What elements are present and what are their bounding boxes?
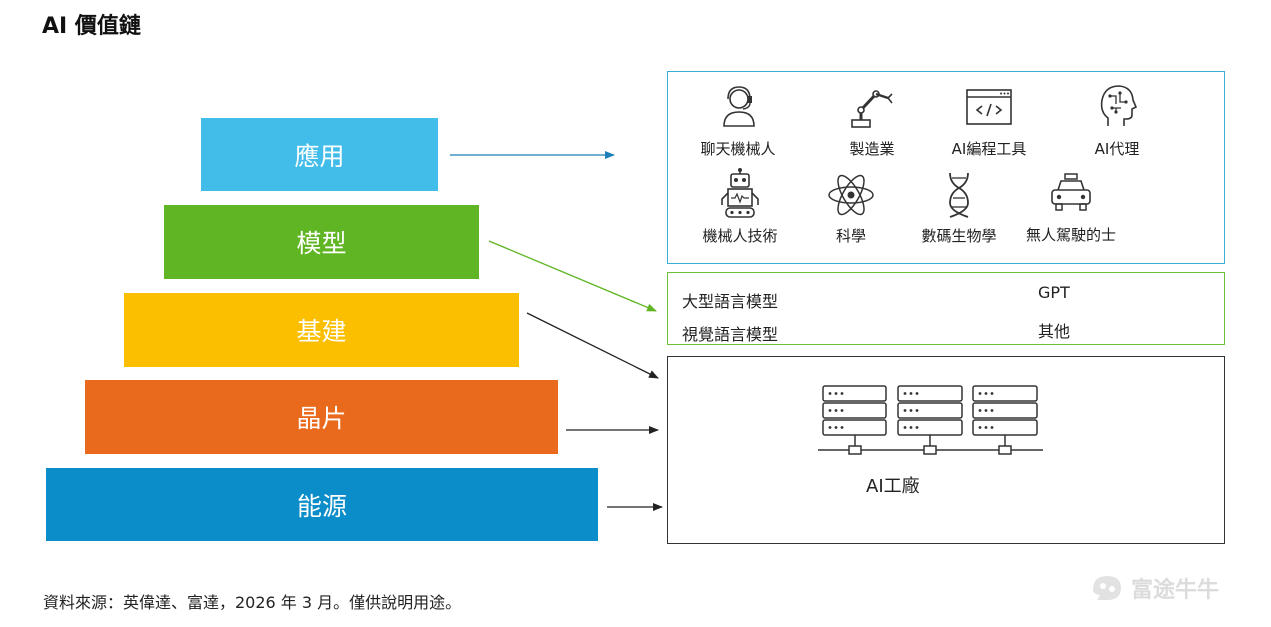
tier-chip: 晶片 <box>85 380 558 454</box>
app-label: 機械人技術 <box>702 227 778 245</box>
applications-panel <box>667 71 1225 264</box>
robot-arm-icon <box>851 90 893 128</box>
tier-application: 應用 <box>201 118 438 191</box>
source-note: 資料來源：英偉達、富達，2026 年 3 月。僅供說明用途。 <box>43 593 462 612</box>
atom-icon <box>828 174 874 216</box>
ai-factory-label: AI工廠 <box>866 476 920 497</box>
models-panel <box>667 272 1225 345</box>
app-label: 數碼生物學 <box>921 227 997 245</box>
robot-icon <box>721 168 759 218</box>
arrow-infrastructure <box>526 312 659 379</box>
app-item-science: 科學 <box>786 169 916 246</box>
app-item-ai-agent: AI代理 <box>1052 82 1182 159</box>
taxi-icon <box>1051 173 1091 211</box>
app-label: AI編程工具 <box>951 140 1027 158</box>
tier-application-label: 應用 <box>294 141 345 171</box>
app-item-ai-coding: AI編程工具 <box>924 82 1054 159</box>
tier-model-label: 模型 <box>296 229 347 258</box>
app-item-manufacturing: 製造業 <box>807 82 937 159</box>
app-item-robotaxi: 無人駕駛的士 <box>1006 170 1136 245</box>
app-label: 科學 <box>835 227 866 245</box>
app-item-robotics: 機械人技術 <box>675 167 805 246</box>
app-label: 聊天機械人 <box>700 140 776 158</box>
model-gpt: GPT <box>1038 283 1070 302</box>
model-vlm: 視覺語言模型 <box>682 325 779 344</box>
model-other: 其他 <box>1038 322 1071 341</box>
watermark-text: 富途牛牛 <box>1131 578 1220 603</box>
app-item-digital-biology: 數碼生物學 <box>894 169 1024 246</box>
arrow-model <box>488 240 657 312</box>
code-window-icon <box>966 89 1012 125</box>
futu-logo-icon <box>1093 576 1121 600</box>
tier-energy-label: 能源 <box>296 491 347 521</box>
tier-energy: 能源 <box>46 468 598 541</box>
chatbot-headset-icon <box>723 86 755 127</box>
tier-model: 模型 <box>164 205 479 279</box>
tier-infrastructure: 基建 <box>124 293 519 367</box>
ai-factory-panel <box>667 356 1225 544</box>
dna-icon <box>949 172 969 218</box>
tier-infrastructure-label: 基建 <box>296 317 347 346</box>
watermark: 富途牛牛 <box>1089 572 1219 604</box>
app-label: 無人駕駛的士 <box>1025 226 1116 244</box>
tier-chip-label: 晶片 <box>296 404 347 433</box>
app-label: 製造業 <box>849 140 895 158</box>
server-rack-icon <box>818 385 1043 455</box>
page-title: AI 價值鏈 <box>42 14 141 39</box>
app-label: AI代理 <box>1094 140 1140 158</box>
model-llm: 大型語言模型 <box>682 292 779 311</box>
app-item-chatbot: 聊天機械人 <box>673 82 803 159</box>
server-rack-lights <box>828 392 994 429</box>
ai-head-icon <box>1100 85 1138 126</box>
